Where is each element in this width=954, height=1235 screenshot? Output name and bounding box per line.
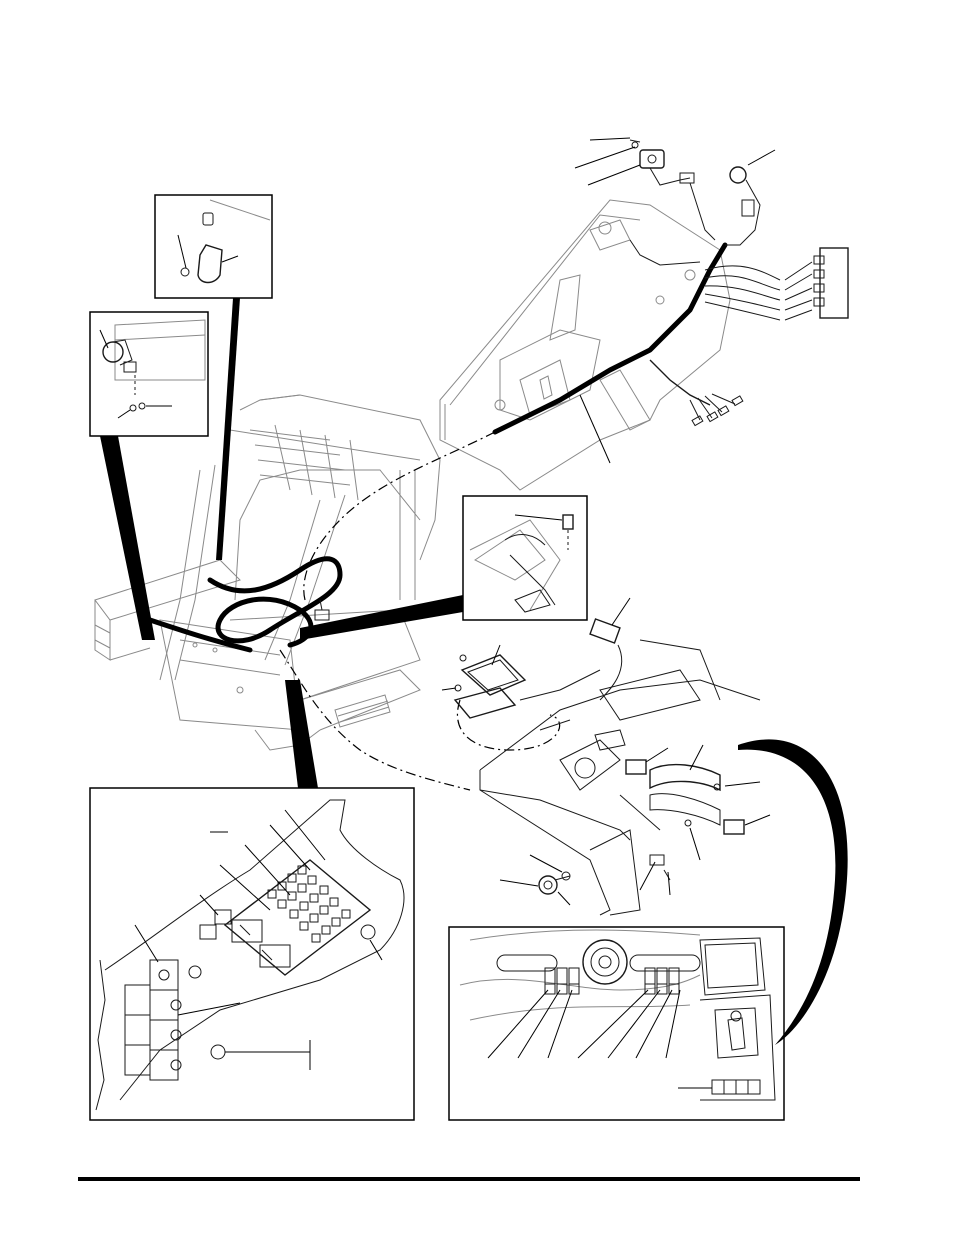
terminal-block [785,248,848,320]
horn-inset-pointer [100,436,155,640]
dash-switch-inset [449,927,784,1120]
display-connector [590,598,630,700]
boom-harness-branch-rear [650,360,710,405]
callouts-upper-right [575,138,775,463]
terminal-wires [705,266,780,320]
horn-detail-inset [90,312,208,436]
key-switch [500,855,570,905]
chassis-beam-left [95,560,240,660]
display-module [442,645,525,718]
boom-harness-main [495,245,725,432]
pedal-switch-inset [463,496,587,620]
footer-rule [78,1177,860,1181]
boom-connector-round [725,167,760,245]
switch-bezel [620,760,744,880]
boom-frame [440,200,730,490]
rear-connectors [690,394,743,426]
fuse-panel-inset [90,788,414,1120]
sensor-lead [690,183,715,240]
boom-sensor [630,140,694,185]
callouts-console-right [640,745,770,895]
upper-lead [630,240,700,265]
clip-detail-inset [155,195,272,298]
pedal-inset-pointer [300,595,463,640]
clip-inset-pointer [216,298,240,560]
